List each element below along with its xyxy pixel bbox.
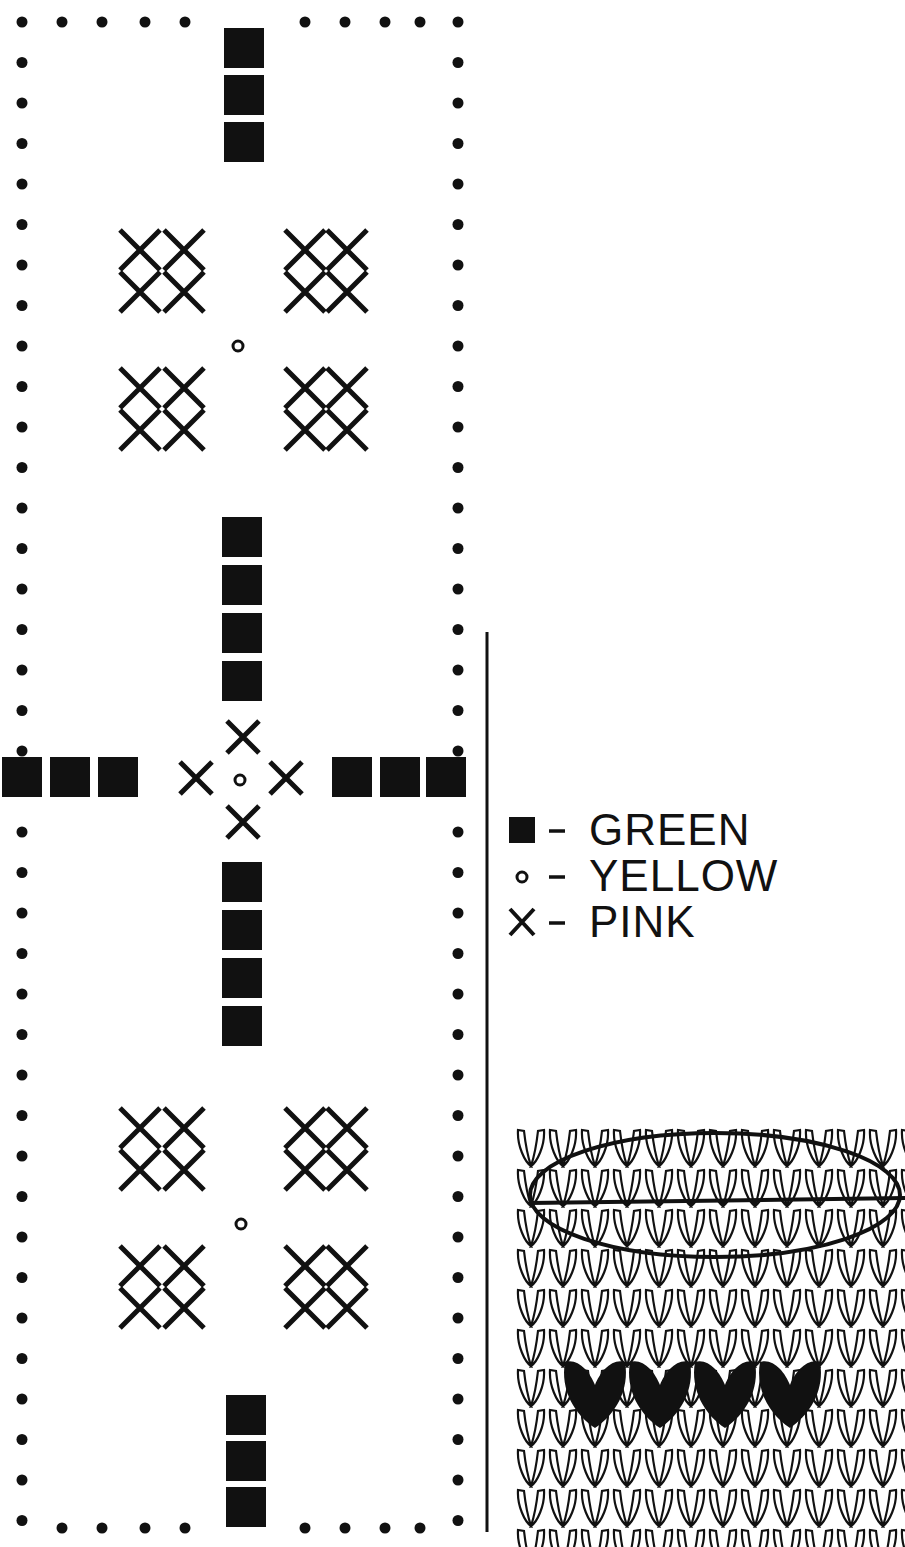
legend-row: GREEN [505,807,750,853]
legend-text: YELLOW [589,853,778,899]
legend-text: GREEN [589,807,750,853]
legend-symbol [505,853,589,899]
knitting-illustration [515,1128,905,1547]
legend-row: PINK [505,899,696,945]
legend-symbol [505,807,589,853]
legend-text: PINK [589,899,696,945]
chart-cells [2,28,466,1527]
border-dots [17,17,464,1534]
legend-row: YELLOW [505,853,778,899]
divider-line [486,632,489,1532]
legend-symbol [505,899,589,945]
